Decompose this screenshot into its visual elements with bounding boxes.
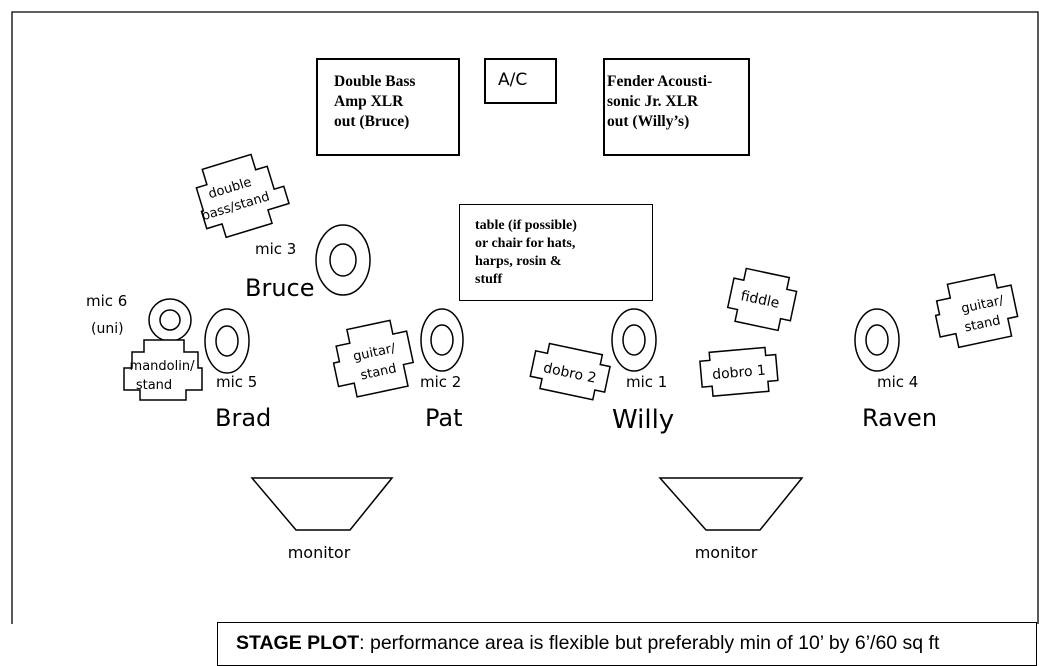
pat-guitar-stand-label-2: stand: [359, 361, 398, 383]
bass-amp-box: Double Bass Amp XLR out (Bruce): [316, 58, 460, 156]
mandolin-stand-label-1: mandolin/: [130, 359, 196, 374]
mic-5-label: mic 5: [216, 373, 257, 391]
raven-guitar-stand: guitar/ stand: [934, 273, 1019, 349]
mic-2-icon-inner: [430, 324, 454, 356]
mic-6-note: (uni): [91, 321, 124, 337]
mic-4-label: mic 4: [877, 373, 918, 391]
mic-1-label: mic 1: [626, 373, 667, 391]
mic-6-icon-inner: [159, 309, 181, 331]
ac-label: A/C: [498, 70, 528, 90]
mic-4-icon: [854, 308, 900, 372]
fender-amp-box: Fender Acousti- sonic Jr. XLR out (Willy…: [603, 58, 750, 156]
monitor-left-label: monitor: [288, 543, 351, 562]
fiddle-label: fiddle: [739, 288, 781, 312]
performer-pat: Pat: [425, 404, 463, 432]
mic-3-icon-inner: [329, 243, 357, 277]
bass-amp-label: Double Bass Amp XLR out (Bruce): [334, 73, 416, 130]
table-note-box: table (if possible) or chair for hats, h…: [459, 204, 653, 301]
caption-text: : performance area is flexible but prefe…: [359, 632, 940, 654]
mic-3-label: mic 3: [255, 240, 296, 258]
dobro-1-stand: dobro 1: [699, 346, 779, 397]
mic-2-label: mic 2: [420, 373, 461, 391]
stage-outline: [11, 11, 1039, 624]
table-note-label: table (if possible) or chair for hats, h…: [475, 218, 577, 287]
mic-2-icon: [420, 308, 464, 372]
pat-guitar-stand: guitar/ stand: [332, 319, 415, 398]
caption-title: STAGE PLOT: [236, 632, 360, 654]
performer-brad: Brad: [215, 404, 271, 432]
fender-amp-label: Fender Acousti- sonic Jr. XLR out (Willy…: [607, 73, 713, 130]
monitor-left-icon: [250, 477, 394, 531]
double-bass-stand: double bass/stand: [195, 153, 290, 239]
performer-willy: Willy: [612, 405, 674, 435]
mic-3-icon: [315, 224, 371, 296]
monitor-right-label: monitor: [695, 543, 758, 562]
ac-box: A/C: [484, 58, 557, 104]
mandolin-stand: mandolin/ stand: [123, 339, 203, 401]
performer-raven: Raven: [862, 404, 937, 432]
mic-5-icon-inner: [215, 325, 239, 357]
fiddle-stand: fiddle: [726, 267, 798, 332]
mic-5-icon: [204, 308, 250, 374]
mic-6-label: mic 6: [86, 292, 127, 310]
mandolin-stand-label-2: stand: [136, 378, 172, 393]
mic-1-icon-inner: [622, 324, 646, 356]
mic-6-icon: [148, 298, 192, 342]
dobro-2-stand: dobro 2: [529, 342, 611, 401]
monitor-right-icon: [658, 477, 804, 531]
performer-bruce: Bruce: [245, 274, 315, 302]
mic-1-icon: [611, 308, 657, 372]
mic-4-icon-inner: [865, 324, 889, 356]
dobro-1-label: dobro 1: [712, 363, 767, 384]
stage-plot-caption: STAGE PLOT: performance area is flexible…: [217, 622, 1037, 666]
raven-guitar-stand-label-2: stand: [963, 313, 1002, 335]
